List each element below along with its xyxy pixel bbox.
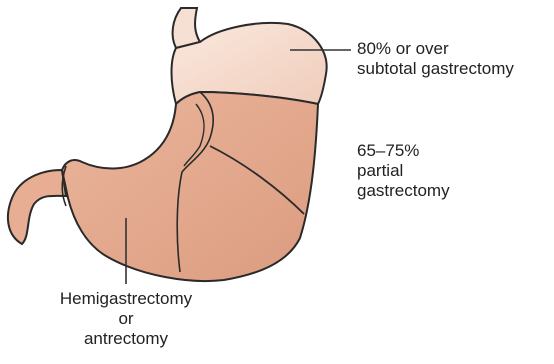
subtotal-label-line: subtotal gastrectomy xyxy=(357,59,514,79)
hemi-label-line: antrectomy xyxy=(42,329,210,349)
hemi-label-line: or xyxy=(42,309,210,329)
partial-label-line: gastrectomy xyxy=(357,181,450,201)
partial-label-line: partial xyxy=(357,161,450,181)
duodenum xyxy=(8,170,66,244)
partial-gastrectomy-label: 65–75% partial gastrectomy xyxy=(357,141,450,201)
stomach-body xyxy=(62,92,318,281)
hemigastrectomy-label: Hemigastrectomy or antrectomy xyxy=(42,289,210,349)
subtotal-label-line: 80% or over xyxy=(357,39,514,59)
hemi-label-line: Hemigastrectomy xyxy=(42,289,210,309)
subtotal-gastrectomy-label: 80% or over subtotal gastrectomy xyxy=(357,39,514,79)
partial-label-line: 65–75% xyxy=(357,141,450,161)
